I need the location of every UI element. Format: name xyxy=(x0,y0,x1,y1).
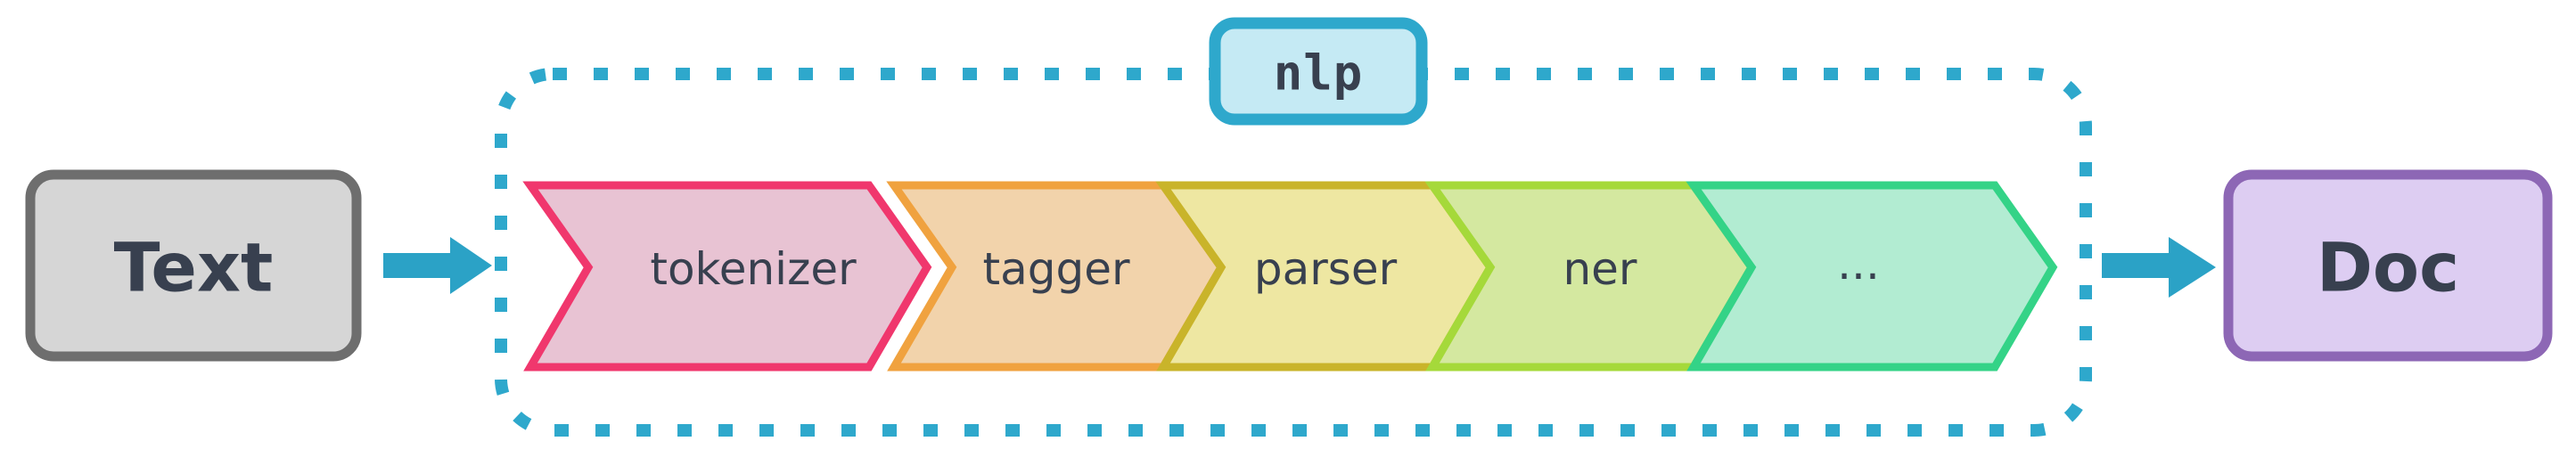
arrow-text-to-pipeline xyxy=(383,237,492,294)
text-box-rect xyxy=(25,169,362,362)
tokenizer-label: tokenizer xyxy=(650,243,857,295)
pipeline-component-more[interactable]: ... xyxy=(1686,181,2058,372)
tokenizer-chevron xyxy=(522,181,932,372)
text-box-label: Text xyxy=(114,228,274,307)
arrow-text-to-pipeline-shape xyxy=(383,237,492,294)
ner-label: ner xyxy=(1563,243,1637,295)
pipeline-component-parser[interactable]: parser xyxy=(1155,181,1496,372)
nlp-badge-rect xyxy=(1209,17,1428,126)
pipeline-components: tokenizer tagger parser ner ... xyxy=(522,181,2058,372)
tagger-label: tagger xyxy=(982,243,1129,295)
arrow-pipeline-to-doc-shape xyxy=(2102,237,2216,298)
pipeline-component-tagger[interactable]: tagger xyxy=(886,181,1226,372)
doc-box-rect xyxy=(2223,169,2553,362)
nlp-badge[interactable]: nlp xyxy=(1209,17,1428,126)
doc-box-label: Doc xyxy=(2317,228,2459,307)
doc-output-box: Doc xyxy=(2223,169,2553,362)
nlp-badge-label: nlp xyxy=(1274,45,1364,102)
parser-label: parser xyxy=(1254,243,1398,295)
more-label: ... xyxy=(1837,238,1880,290)
pipeline-component-tokenizer[interactable]: tokenizer xyxy=(522,181,932,372)
arrow-pipeline-to-doc xyxy=(2102,237,2216,298)
text-input-box: Text xyxy=(25,169,362,362)
more-chevron xyxy=(1686,181,2058,372)
